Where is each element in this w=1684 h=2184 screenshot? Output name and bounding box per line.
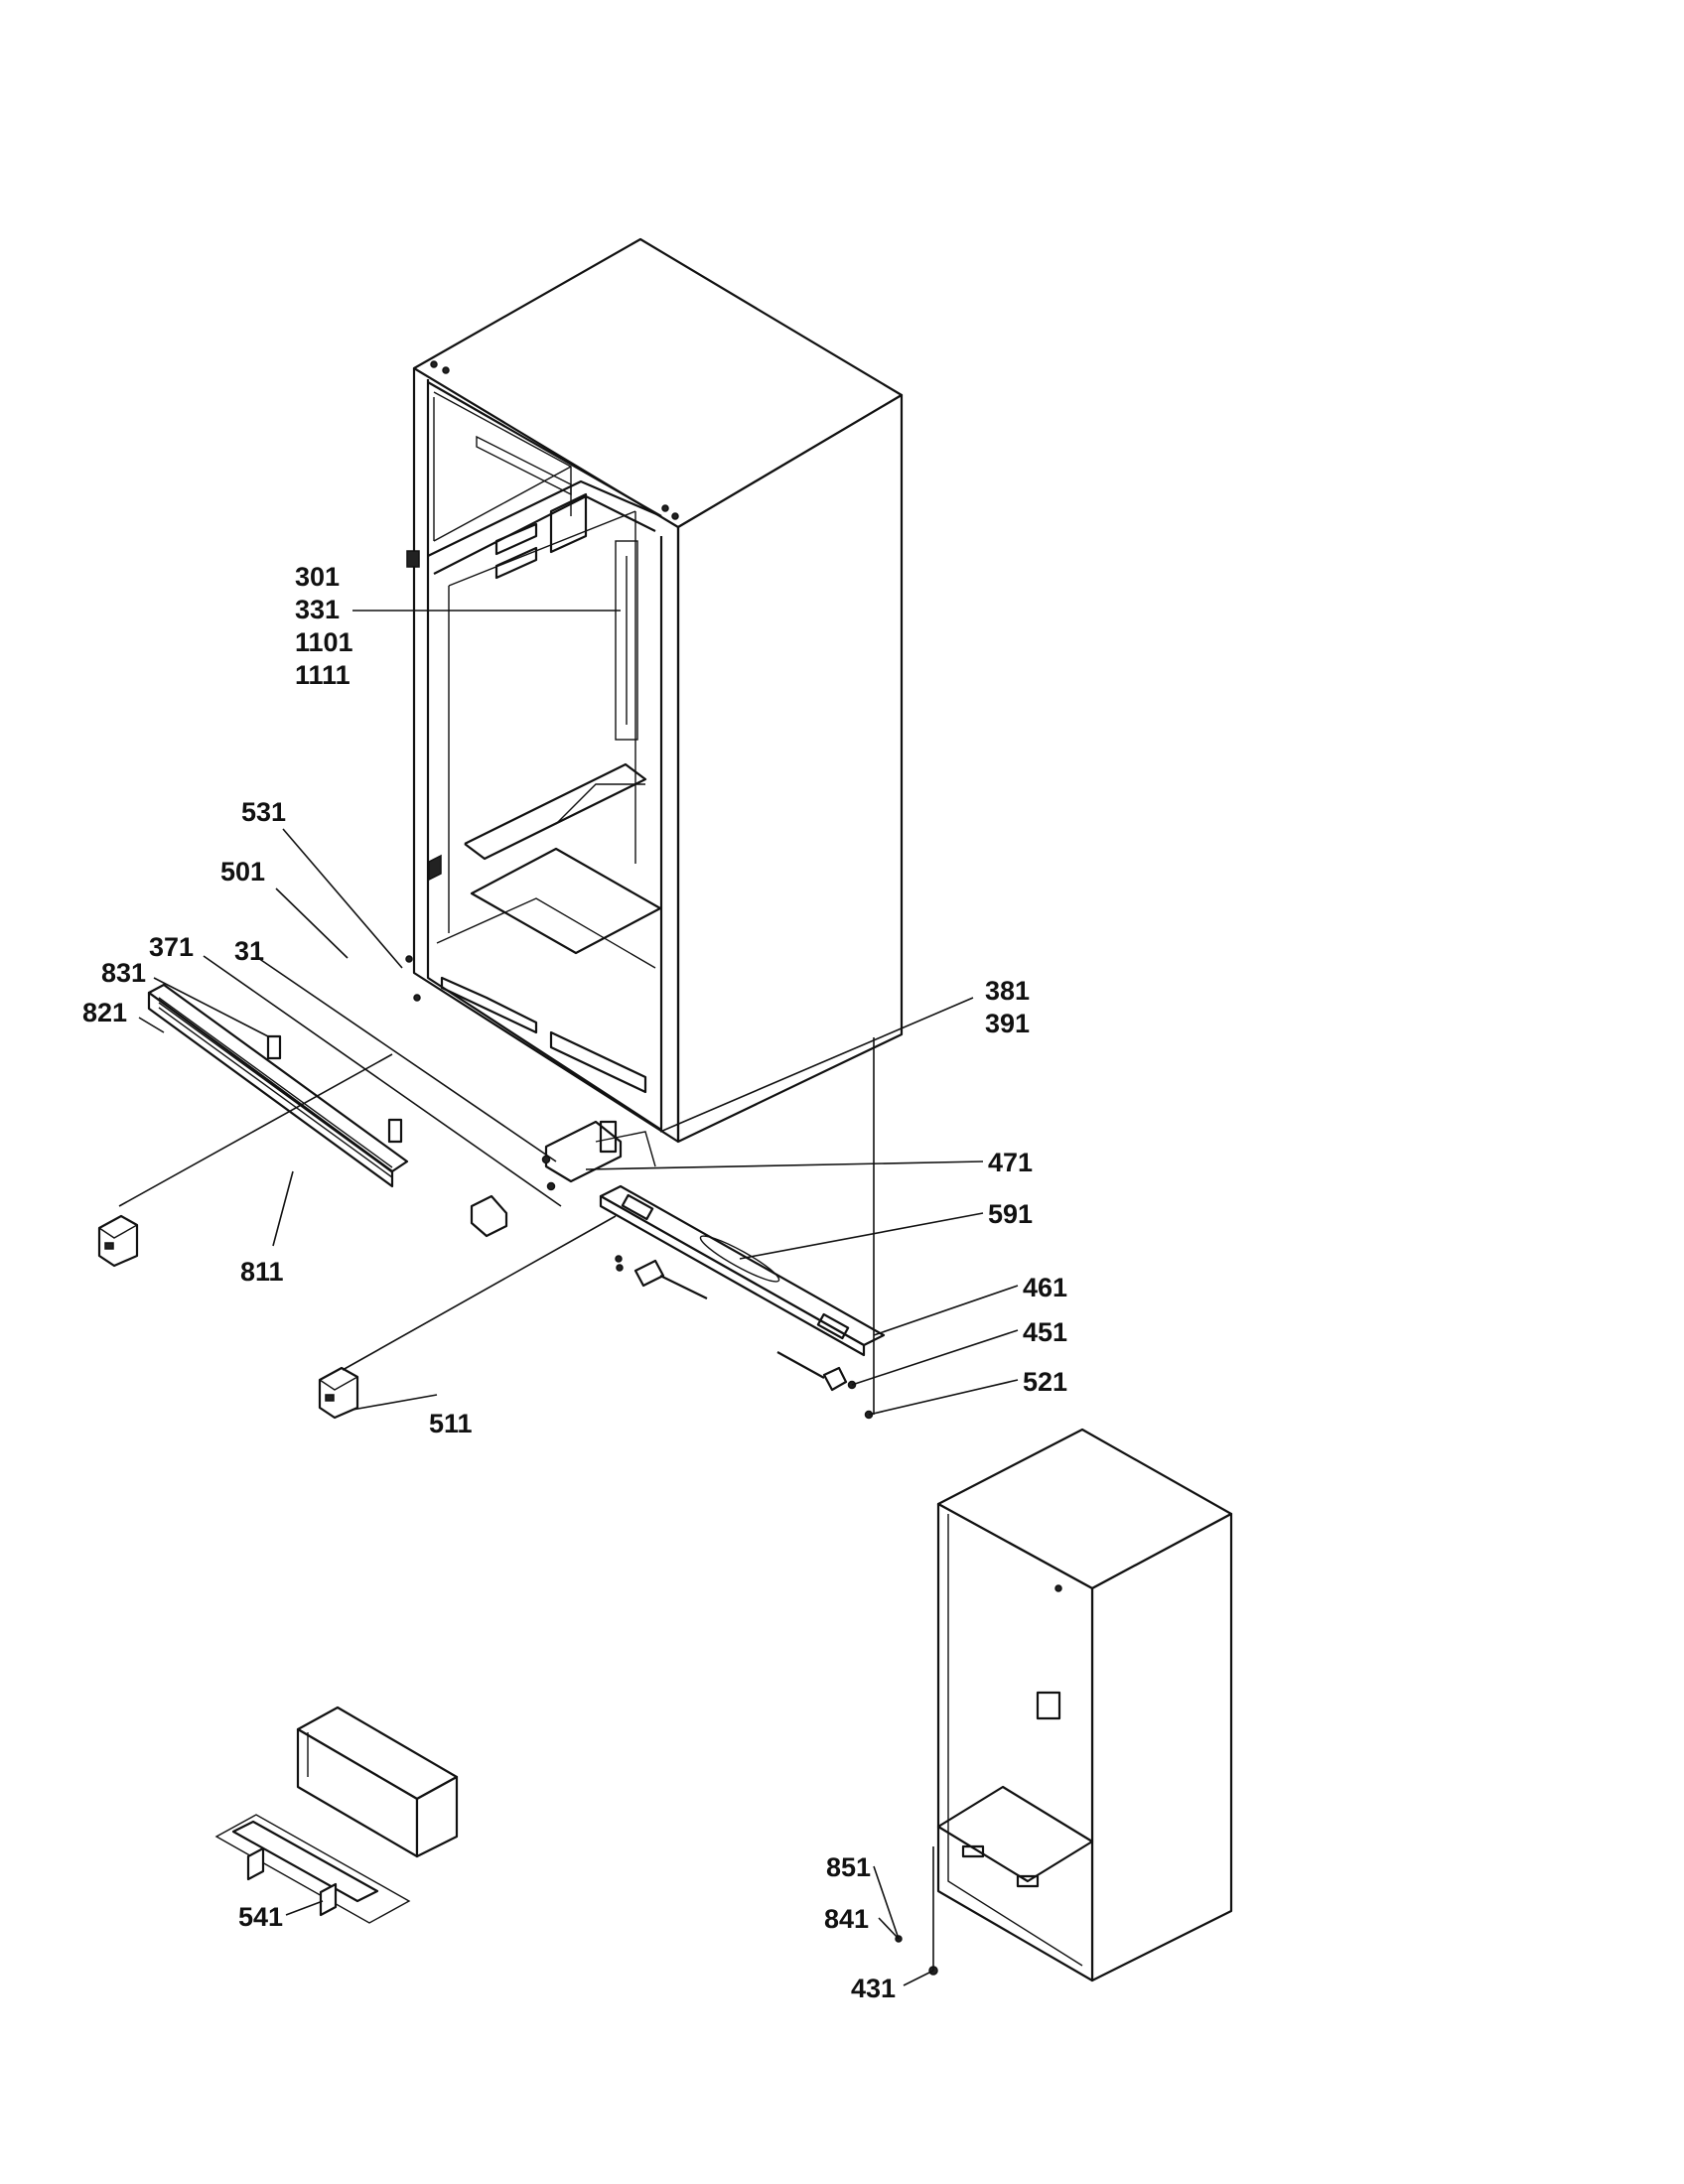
callout-1111: 1111 — [295, 660, 351, 690]
callout-591: 591 — [988, 1199, 1033, 1229]
callout-511: 511 — [429, 1409, 473, 1438]
callout-431: 431 — [851, 1974, 896, 2003]
callout-531: 531 — [241, 797, 286, 827]
callout-521: 521 — [1023, 1367, 1067, 1397]
leveling-leg-right — [318, 1366, 359, 1420]
callout-331: 331 — [295, 595, 340, 624]
bracket-kit-541 — [214, 1706, 459, 1924]
callout-541: 541 — [238, 1902, 283, 1932]
callout-labels: 301 331 1101 1111 531 501 371 31 831 821… — [82, 562, 1067, 2003]
callout-811: 811 — [240, 1257, 284, 1287]
callout-851: 851 — [826, 1852, 871, 1882]
leader-lines — [118, 610, 1019, 1986]
callout-821: 821 — [82, 998, 127, 1027]
callout-501: 501 — [220, 857, 265, 887]
main-cabinet — [405, 237, 904, 1144]
kickplate-grille — [147, 983, 409, 1188]
callout-831: 831 — [101, 958, 146, 988]
callout-381: 381 — [985, 976, 1030, 1006]
callout-461: 461 — [1023, 1273, 1067, 1302]
callout-1101: 1101 — [295, 627, 353, 657]
leveling-leg-left — [97, 1214, 139, 1268]
callout-301: 301 — [295, 562, 340, 592]
callout-841: 841 — [824, 1904, 869, 1934]
callout-471: 471 — [988, 1148, 1033, 1177]
callout-451: 451 — [1023, 1317, 1067, 1347]
callout-371: 371 — [149, 932, 194, 962]
callout-391: 391 — [985, 1009, 1030, 1038]
callout-31: 31 — [234, 936, 264, 966]
compressor-bracket — [470, 1120, 656, 1238]
small-cabinet — [895, 1428, 1233, 1982]
bottom-plate — [599, 1184, 886, 1420]
